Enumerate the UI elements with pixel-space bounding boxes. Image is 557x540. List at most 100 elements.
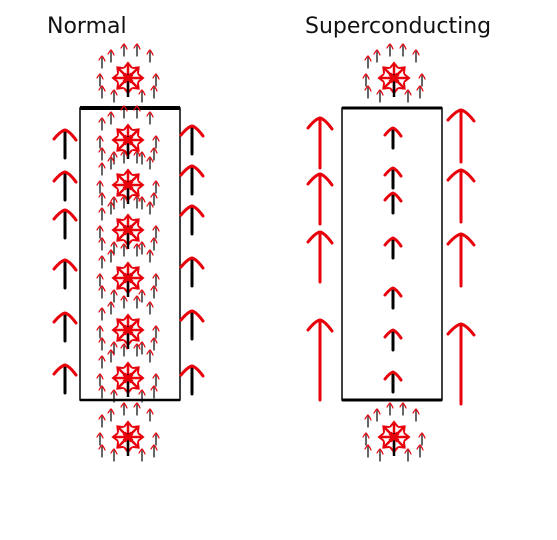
small-up-arrow-icon: [404, 448, 412, 462]
small-up-arrow-icon: [120, 295, 128, 309]
small-up-arrow-icon: [98, 285, 106, 299]
small-up-arrow-icon: [364, 414, 372, 428]
small-up-arrow-icon: [138, 448, 146, 462]
small-up-arrow-icon: [152, 325, 160, 339]
small-up-arrow-icon: [107, 156, 115, 170]
flux-burst-icon: [362, 402, 426, 462]
small-up-arrow-icon: [98, 414, 106, 428]
small-up-arrow-icon: [120, 195, 128, 209]
small-up-arrow-icon: [98, 207, 106, 221]
small-up-arrow-icon: [152, 180, 160, 194]
small-up-arrow-icon: [152, 73, 160, 87]
small-up-arrow-icon: [146, 408, 154, 422]
small-up-arrow-icon: [146, 349, 154, 363]
normal-flux-bursts: [96, 43, 160, 462]
small-up-arrow-icon: [146, 301, 154, 315]
small-up-arrow-icon: [150, 385, 158, 399]
up-arrow-icon: [446, 168, 476, 224]
small-up-arrow-icon: [362, 432, 370, 446]
flux-burst-icon: [96, 402, 160, 462]
flux-burst-icon: [362, 43, 426, 103]
up-arrow-icon: [383, 126, 403, 150]
normal-field-arrows: [52, 124, 205, 396]
up-arrow-icon: [383, 191, 403, 215]
small-up-arrow-icon: [96, 273, 104, 287]
small-up-arrow-icon: [96, 432, 104, 446]
up-arrow-icon: [306, 116, 334, 170]
small-up-arrow-icon: [386, 402, 394, 416]
small-up-arrow-icon: [138, 289, 146, 303]
small-up-arrow-icon: [133, 343, 141, 357]
small-up-arrow-icon: [418, 432, 426, 446]
small-up-arrow-icon: [138, 389, 146, 403]
up-arrow-icon: [446, 108, 476, 164]
small-up-arrow-icon: [96, 225, 104, 239]
flux-burst-icon: [96, 105, 160, 165]
small-up-arrow-icon: [98, 147, 106, 161]
small-up-arrow-icon: [146, 156, 154, 170]
small-up-arrow-icon: [98, 307, 106, 321]
up-arrow-icon: [179, 309, 205, 341]
small-up-arrow-icon: [412, 49, 420, 63]
up-arrow-icon: [306, 230, 334, 284]
small-up-arrow-icon: [98, 444, 106, 458]
small-up-arrow-icon: [150, 337, 158, 351]
small-up-arrow-icon: [364, 55, 372, 69]
small-up-arrow-icon: [376, 448, 384, 462]
up-arrow-icon: [179, 364, 205, 396]
up-arrow-icon: [306, 172, 334, 226]
small-up-arrow-icon: [152, 135, 160, 149]
small-up-arrow-icon: [96, 73, 104, 87]
small-up-arrow-icon: [107, 49, 115, 63]
small-up-arrow-icon: [133, 43, 141, 57]
small-up-arrow-icon: [373, 49, 381, 63]
small-up-arrow-icon: [110, 89, 118, 103]
up-arrow-icon: [446, 232, 476, 288]
superconducting-flux-bursts: [362, 43, 426, 462]
up-arrow-icon: [179, 124, 205, 156]
small-up-arrow-icon: [146, 49, 154, 63]
small-up-arrow-icon: [416, 85, 424, 99]
up-arrow-icon: [383, 236, 403, 260]
small-up-arrow-icon: [386, 43, 394, 57]
up-arrow-icon: [383, 286, 403, 310]
flux-burst-icon: [96, 150, 160, 210]
up-arrow-icon: [383, 166, 403, 190]
normal-label: Normal: [47, 14, 127, 39]
small-up-arrow-icon: [120, 343, 128, 357]
small-up-arrow-icon: [120, 105, 128, 119]
small-up-arrow-icon: [133, 105, 141, 119]
up-arrow-icon: [179, 204, 205, 236]
small-up-arrow-icon: [98, 117, 106, 131]
small-up-arrow-icon: [364, 444, 372, 458]
small-up-arrow-icon: [98, 255, 106, 269]
up-arrow-icon: [383, 370, 403, 394]
small-up-arrow-icon: [150, 85, 158, 99]
small-up-arrow-icon: [110, 448, 118, 462]
small-up-arrow-icon: [133, 195, 141, 209]
up-arrow-icon: [306, 318, 334, 402]
small-up-arrow-icon: [107, 301, 115, 315]
small-up-arrow-icon: [98, 337, 106, 351]
small-up-arrow-icon: [364, 85, 372, 99]
small-up-arrow-icon: [120, 43, 128, 57]
superconducting-expelled-field-lines: [306, 108, 476, 406]
up-arrow-icon: [52, 128, 78, 160]
small-up-arrow-icon: [146, 249, 154, 263]
small-up-arrow-icon: [138, 151, 146, 165]
small-up-arrow-icon: [152, 432, 160, 446]
small-up-arrow-icon: [399, 402, 407, 416]
small-up-arrow-icon: [120, 243, 128, 257]
small-up-arrow-icon: [133, 150, 141, 164]
small-up-arrow-icon: [120, 402, 128, 416]
up-arrow-icon: [383, 328, 403, 352]
small-up-arrow-icon: [138, 341, 146, 355]
small-up-arrow-icon: [373, 408, 381, 422]
normal-panel: [52, 43, 205, 462]
small-up-arrow-icon: [107, 201, 115, 215]
small-up-arrow-icon: [146, 111, 154, 125]
up-arrow-icon: [179, 256, 205, 288]
up-arrow-icon: [179, 164, 205, 196]
small-up-arrow-icon: [110, 289, 118, 303]
